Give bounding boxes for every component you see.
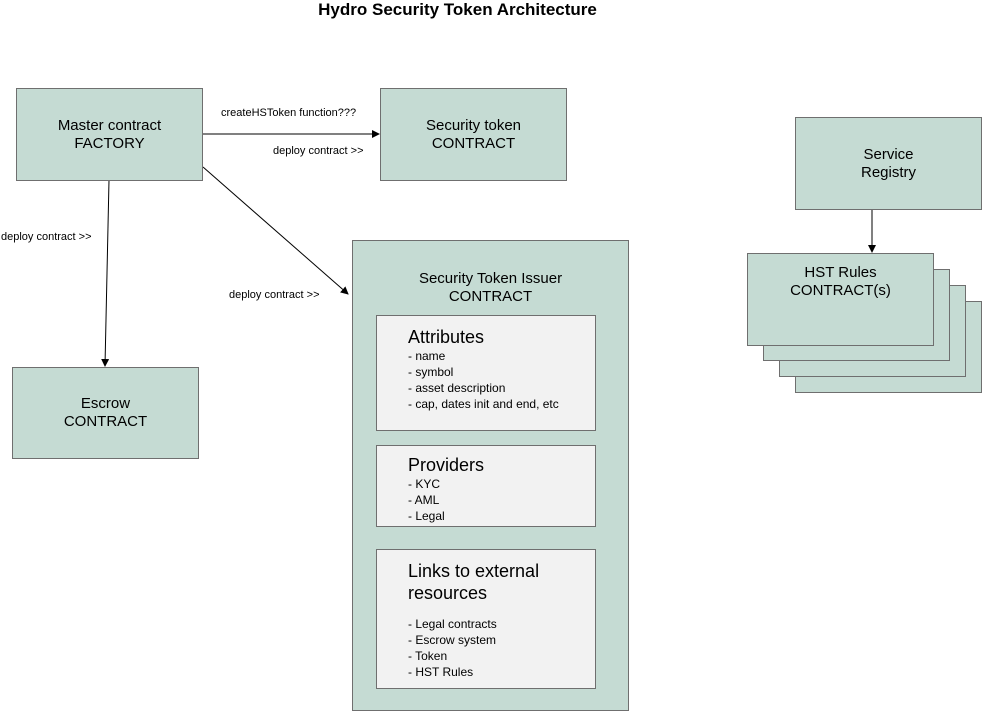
issuer-label-1: Security Token Issuer — [418, 270, 563, 287]
attributes-section: Attributes - name - symbol - asset descr… — [376, 315, 596, 431]
master-factory-label-1: Master contract — [57, 116, 162, 134]
attributes-item: - symbol — [408, 365, 454, 379]
providers-item: - Legal — [408, 509, 445, 523]
diagram-title: Hydro Security Token Architecture — [318, 0, 597, 19]
edge-label-create-function: createHSToken function??? — [221, 107, 357, 119]
links-item: - Escrow system — [408, 633, 497, 647]
escrow-box[interactable]: Escrow CONTRACT — [12, 367, 199, 459]
providers-item: - KYC — [408, 477, 441, 491]
escrow-label-1: Escrow — [80, 395, 131, 412]
links-heading-2: resources — [408, 583, 488, 603]
hst-rules-box[interactable]: HST Rules CONTRACT(s) — [747, 253, 934, 346]
issuer-label-2: CONTRACT — [448, 288, 533, 305]
links-item: - Legal contracts — [408, 617, 497, 631]
attributes-item: - cap, dates init and end, etc — [408, 397, 559, 411]
master-factory-label-2: FACTORY — [74, 134, 145, 152]
service-registry-label-1: Service — [863, 145, 914, 163]
links-heading-1: Links to external — [408, 561, 540, 581]
escrow-label-2: CONTRACT — [63, 413, 148, 430]
attributes-item: - name — [408, 349, 446, 363]
security-token-box[interactable]: Security token CONTRACT — [380, 88, 567, 181]
links-section: Links to external resources - Legal cont… — [376, 549, 596, 689]
service-registry-label-2: Registry — [860, 163, 916, 181]
providers-item: - AML — [408, 493, 440, 507]
service-registry-box[interactable]: Service Registry — [795, 117, 982, 210]
edge-label-deploy-escrow: deploy contract >> — [1, 231, 92, 243]
security-token-label-1: Security token — [425, 116, 522, 134]
edge-master-to-issuer — [202, 166, 349, 295]
security-token-label-2: CONTRACT — [431, 134, 516, 152]
edge-label-deploy-token: deploy contract >> — [273, 145, 364, 157]
attributes-item: - asset description — [408, 381, 506, 395]
edge-master-to-escrow — [101, 179, 110, 367]
edge-label-deploy-issuer: deploy contract >> — [229, 289, 320, 301]
attributes-heading: Attributes — [408, 327, 485, 347]
master-factory-box[interactable]: Master contract FACTORY — [16, 88, 203, 181]
links-item: - Token — [408, 649, 448, 663]
hst-rules-label-1: HST Rules — [804, 264, 877, 281]
links-item: - HST Rules — [408, 665, 474, 679]
hst-rules-label-2: CONTRACT(s) — [790, 282, 891, 299]
providers-section: Providers - KYC - AML - Legal — [376, 445, 596, 527]
providers-heading: Providers — [408, 455, 485, 475]
